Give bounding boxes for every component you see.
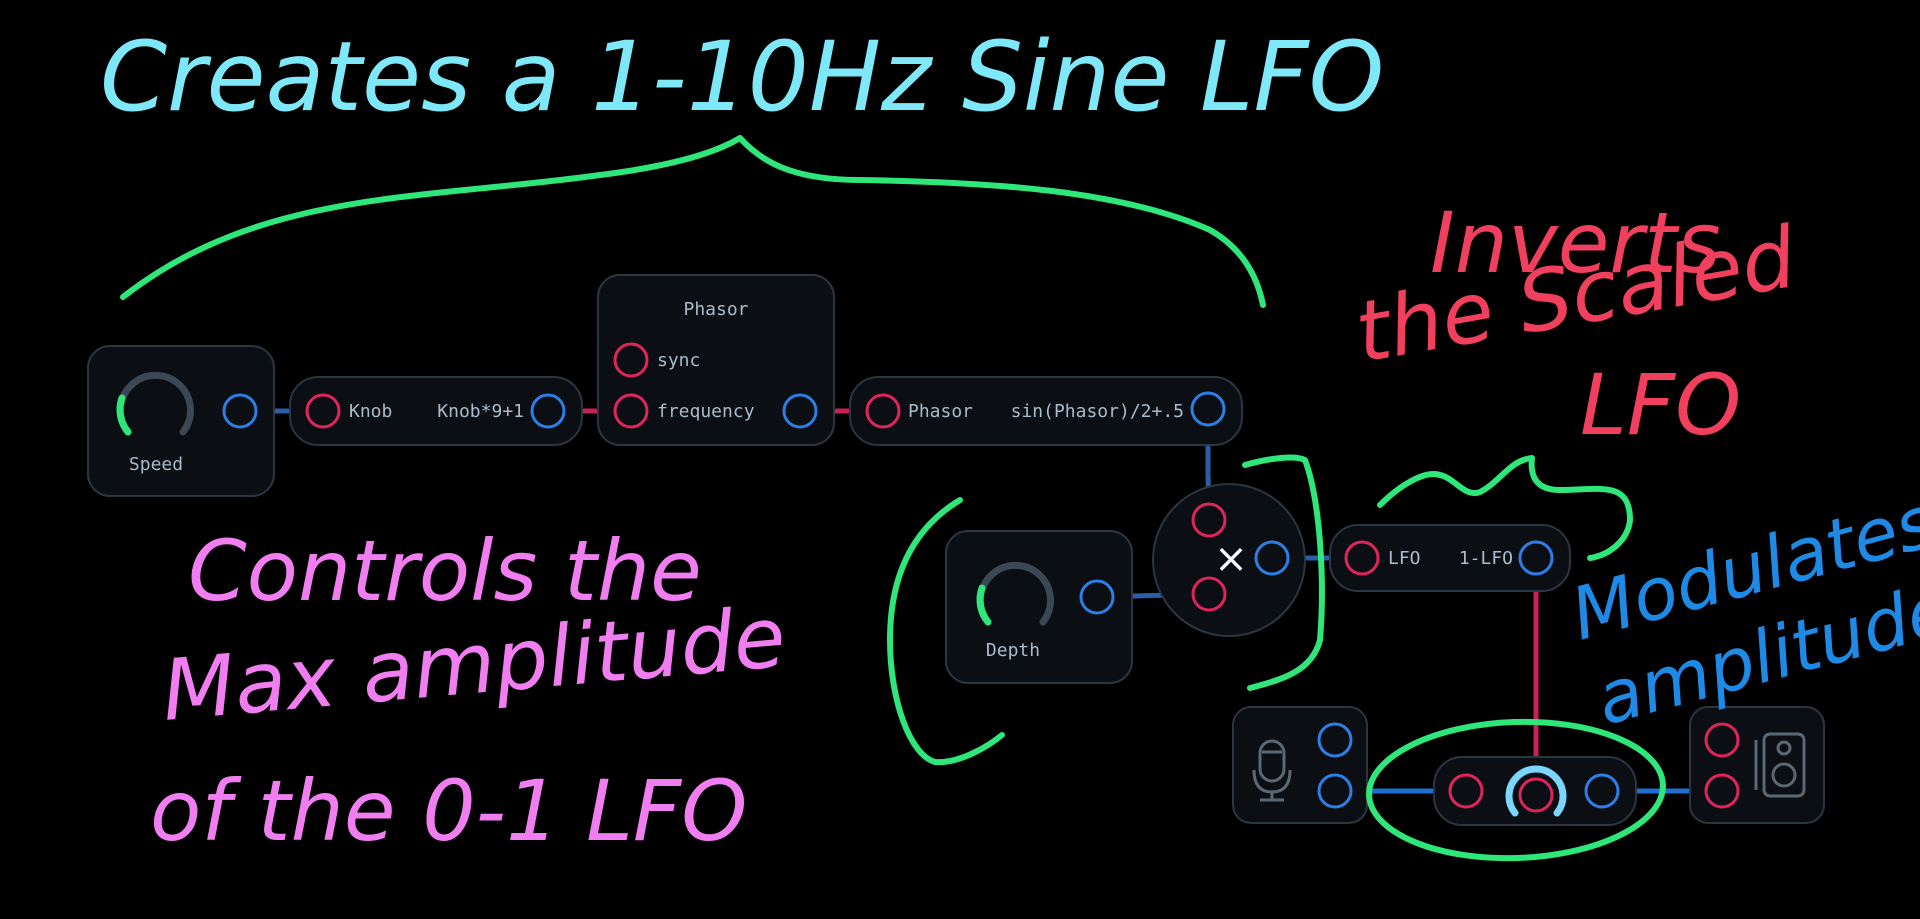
sine-expression-body <box>849 376 1243 446</box>
sine-expression-label: sin(Phasor)/2+.5 <box>1011 401 1184 422</box>
annotation-bracket-right <box>1242 454 1325 691</box>
depth-output-port[interactable] <box>1079 579 1115 615</box>
phasor-sync-label: sync <box>657 350 700 371</box>
phasor-frequency-label: frequency <box>657 401 755 422</box>
multiply-input-b-port[interactable] <box>1191 576 1227 612</box>
knob-expression-body <box>289 376 583 446</box>
phasor-frequency-port[interactable] <box>613 393 649 429</box>
gain-node[interactable] <box>1433 756 1637 826</box>
annotation-brace-top <box>120 135 1266 308</box>
speaker-output-node[interactable] <box>1689 706 1825 824</box>
depth-node-body <box>945 530 1133 684</box>
annotation-ellipse-gain <box>1366 718 1666 862</box>
phasor-output-port[interactable] <box>782 393 818 429</box>
mic-input-node[interactable] <box>1232 706 1368 824</box>
depth-node[interactable]: Depth <box>945 530 1133 684</box>
annotation-controls-line-3: of the 0-1 LFO <box>150 762 747 860</box>
annotation-lfo-description: Creates a 1-10Hz Sine LFO <box>100 21 1384 133</box>
speed-knob[interactable] <box>116 371 194 436</box>
invert-output-port[interactable] <box>1518 540 1554 576</box>
knob-input-port[interactable] <box>305 393 341 429</box>
mic-output-port-1[interactable] <box>1317 722 1353 758</box>
mic-node-body <box>1232 706 1368 824</box>
annotation-inverts: Inverts the Scaled LFO <box>1348 194 1803 454</box>
annotation-modulates: Modulates amplitude <box>1563 479 1920 741</box>
depth-knob[interactable] <box>976 561 1054 626</box>
sine-expression-node[interactable]: Phasor sin(Phasor)/2+.5 <box>849 376 1243 446</box>
invert-expression-body <box>1329 524 1571 592</box>
annotation-inverts-line-1: Inverts <box>1430 194 1721 292</box>
gain-knob-ring <box>1505 765 1567 817</box>
invert-expression-node[interactable]: LFO 1-LFO <box>1329 524 1571 592</box>
speed-node[interactable]: Speed <box>87 345 275 497</box>
multiply-node[interactable]: × <box>1152 483 1306 637</box>
speaker-input-port-1[interactable] <box>1704 722 1740 758</box>
annotation-controls-line-1: Controls the <box>188 522 702 620</box>
gain-input-port[interactable] <box>1448 773 1484 809</box>
sine-input-port[interactable] <box>865 393 901 429</box>
annotation-controls: Controls the Max amplitude of the 0-1 LF… <box>150 522 789 860</box>
annotation-inverts-line-3: LFO <box>1580 356 1741 454</box>
invert-input-label: LFO <box>1388 548 1421 569</box>
multiply-output-port[interactable] <box>1254 540 1290 576</box>
depth-knob-value <box>976 584 992 626</box>
multiply-symbol: × <box>1214 536 1248 582</box>
invert-input-port[interactable] <box>1344 540 1380 576</box>
depth-label: Depth <box>986 640 1040 661</box>
invert-expression-label: 1-LFO <box>1459 548 1513 569</box>
gain-output-port[interactable] <box>1584 773 1620 809</box>
sine-expression-output-port[interactable] <box>1190 391 1226 427</box>
speed-knob-value <box>116 394 132 436</box>
knob-input-label: Knob <box>349 401 392 422</box>
speaker-icon <box>1754 732 1806 798</box>
speed-output-port[interactable] <box>222 393 258 429</box>
phasor-sync-port[interactable] <box>613 342 649 378</box>
knob-expression-label: Knob*9+1 <box>437 401 524 422</box>
mic-output-port-2[interactable] <box>1317 773 1353 809</box>
phasor-node[interactable]: Phasor sync frequency <box>597 274 835 446</box>
phasor-node-body <box>597 274 835 446</box>
sine-input-label: Phasor <box>908 401 973 422</box>
speaker-input-port-2[interactable] <box>1704 773 1740 809</box>
multiply-node-body <box>1152 483 1306 637</box>
annotation-bracket-left <box>887 497 1005 766</box>
speed-label: Speed <box>129 454 183 475</box>
multiply-input-a-port[interactable] <box>1191 502 1227 538</box>
phasor-title: Phasor <box>683 299 748 320</box>
gain-knob[interactable] <box>1505 765 1567 817</box>
knob-expression-output-port[interactable] <box>530 393 566 429</box>
gain-modulation-port[interactable] <box>1518 777 1554 813</box>
annotation-squiggle-invert <box>1377 455 1633 561</box>
knob-expression-node[interactable]: Knob Knob*9+1 <box>289 376 583 446</box>
microphone-icon <box>1252 739 1292 802</box>
